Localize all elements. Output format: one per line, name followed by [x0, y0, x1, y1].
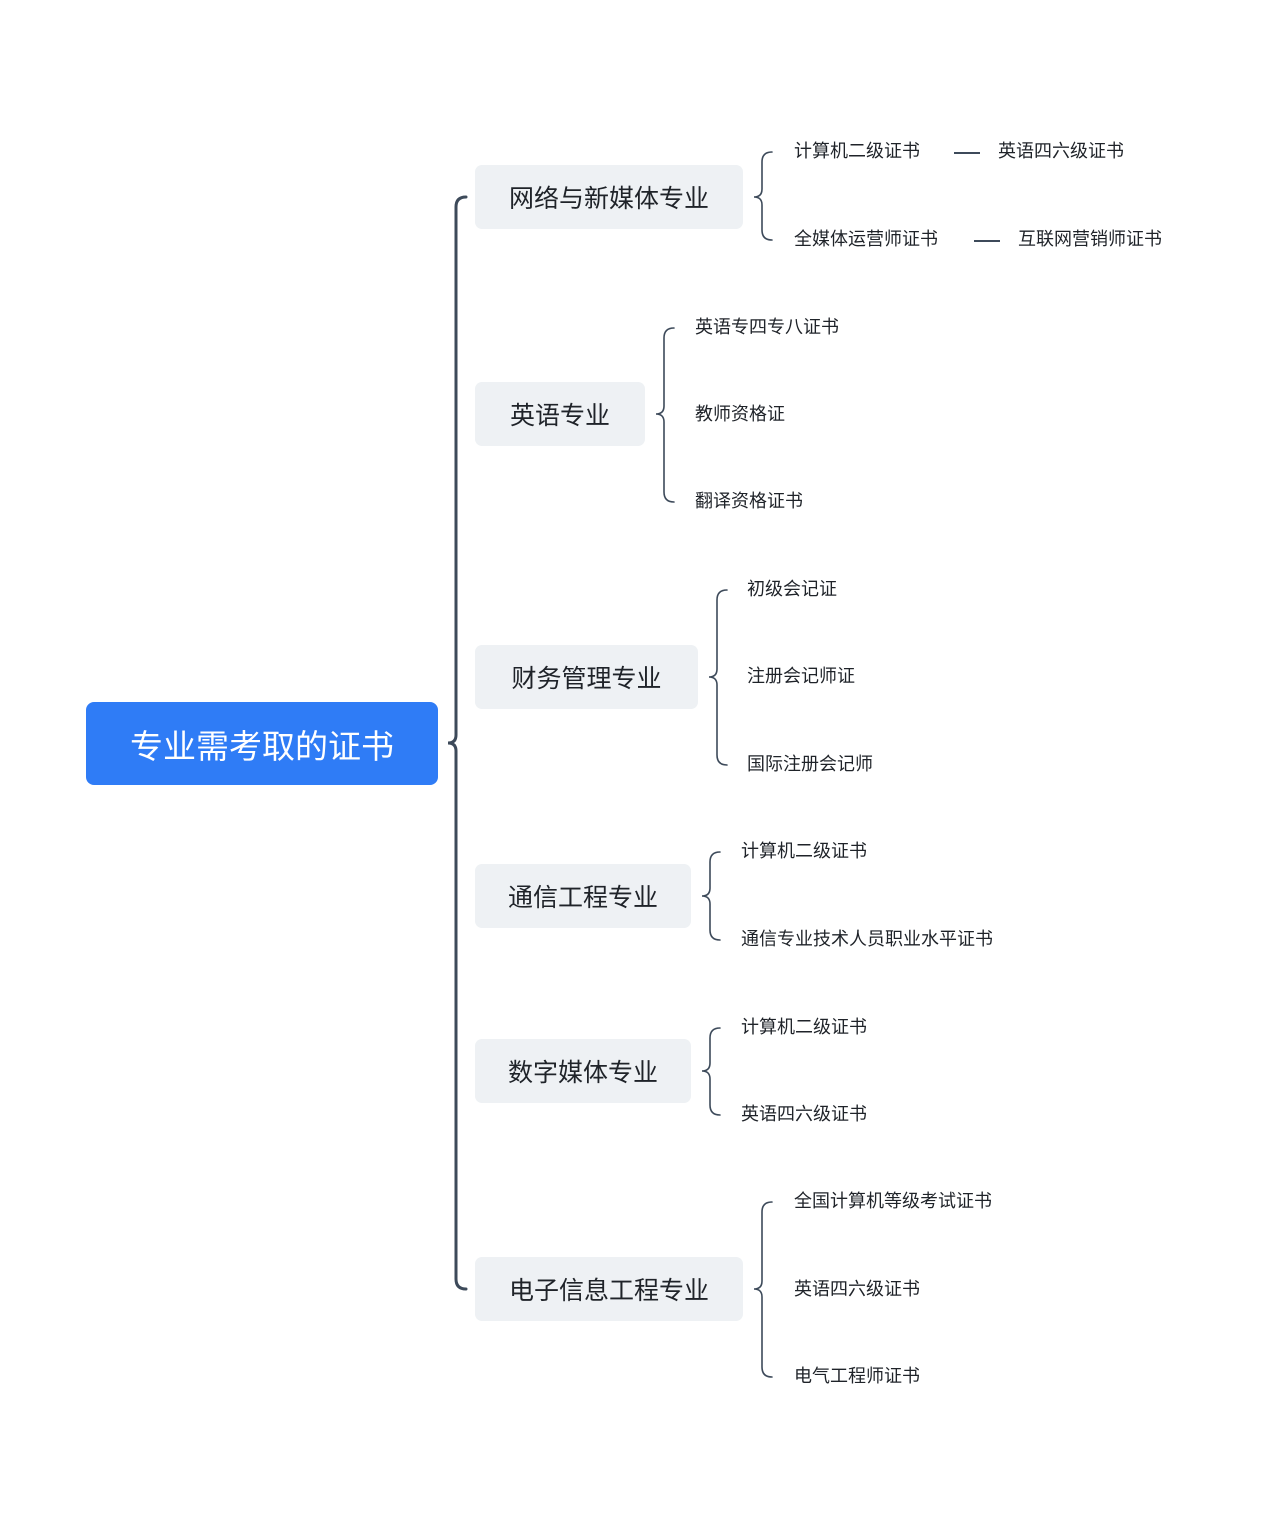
branch-brace	[701, 851, 721, 941]
leaf-node[interactable]: 全国计算机等级考试证书	[794, 1191, 992, 1212]
branch-node[interactable]: 通信工程专业	[475, 864, 691, 928]
leaf-node[interactable]: 全媒体运营师证书	[794, 229, 938, 250]
leaf-connector	[954, 152, 980, 154]
branch-node[interactable]: 数字媒体专业	[475, 1039, 691, 1103]
leaf-node[interactable]: 初级会记证	[747, 579, 837, 600]
leaf-node[interactable]: 国际注册会记师	[747, 754, 873, 775]
branch-label: 数字媒体专业	[507, 1058, 658, 1087]
branch-label: 财务管理专业	[511, 664, 662, 693]
branch-brace	[753, 151, 773, 241]
branch-node[interactable]: 英语专业	[475, 382, 645, 446]
branch-brace	[708, 589, 728, 766]
branch-node[interactable]: 电子信息工程专业	[475, 1257, 743, 1321]
branch-label: 电子信息工程专业	[508, 1276, 709, 1305]
leaf-node[interactable]: 英语四六级证书	[741, 1104, 867, 1125]
leaf-node[interactable]: 英语专四专八证书	[695, 317, 839, 338]
branch-brace	[701, 1027, 721, 1116]
branch-label: 网络与新媒体专业	[508, 184, 709, 213]
leaf-node[interactable]: 计算机二级证书	[741, 1017, 867, 1038]
leaf-node[interactable]: 计算机二级证书	[794, 141, 920, 162]
root-node[interactable]: 专业需考取的证书	[86, 702, 438, 785]
leaf-node[interactable]: 互联网营销师证书	[1018, 229, 1162, 250]
branch-brace	[753, 1201, 773, 1378]
leaf-node[interactable]: 通信专业技术人员职业水平证书	[741, 929, 993, 950]
leaf-connector	[974, 240, 1000, 242]
branch-label: 英语专业	[509, 401, 610, 430]
branch-node[interactable]: 财务管理专业	[475, 645, 698, 709]
leaf-node[interactable]: 注册会记师证	[747, 666, 855, 687]
leaf-node[interactable]: 翻译资格证书	[695, 491, 803, 512]
leaf-node[interactable]: 电气工程师证书	[794, 1366, 920, 1387]
branch-label: 通信工程专业	[507, 883, 658, 912]
branch-brace	[655, 327, 675, 503]
leaf-node[interactable]: 英语四六级证书	[998, 141, 1124, 162]
root-brace	[447, 195, 468, 1291]
leaf-node[interactable]: 计算机二级证书	[741, 841, 867, 862]
root-label: 专业需考取的证书	[130, 726, 394, 766]
leaf-node[interactable]: 教师资格证	[695, 404, 785, 425]
branch-node[interactable]: 网络与新媒体专业	[475, 165, 743, 229]
leaf-node[interactable]: 英语四六级证书	[794, 1279, 920, 1300]
